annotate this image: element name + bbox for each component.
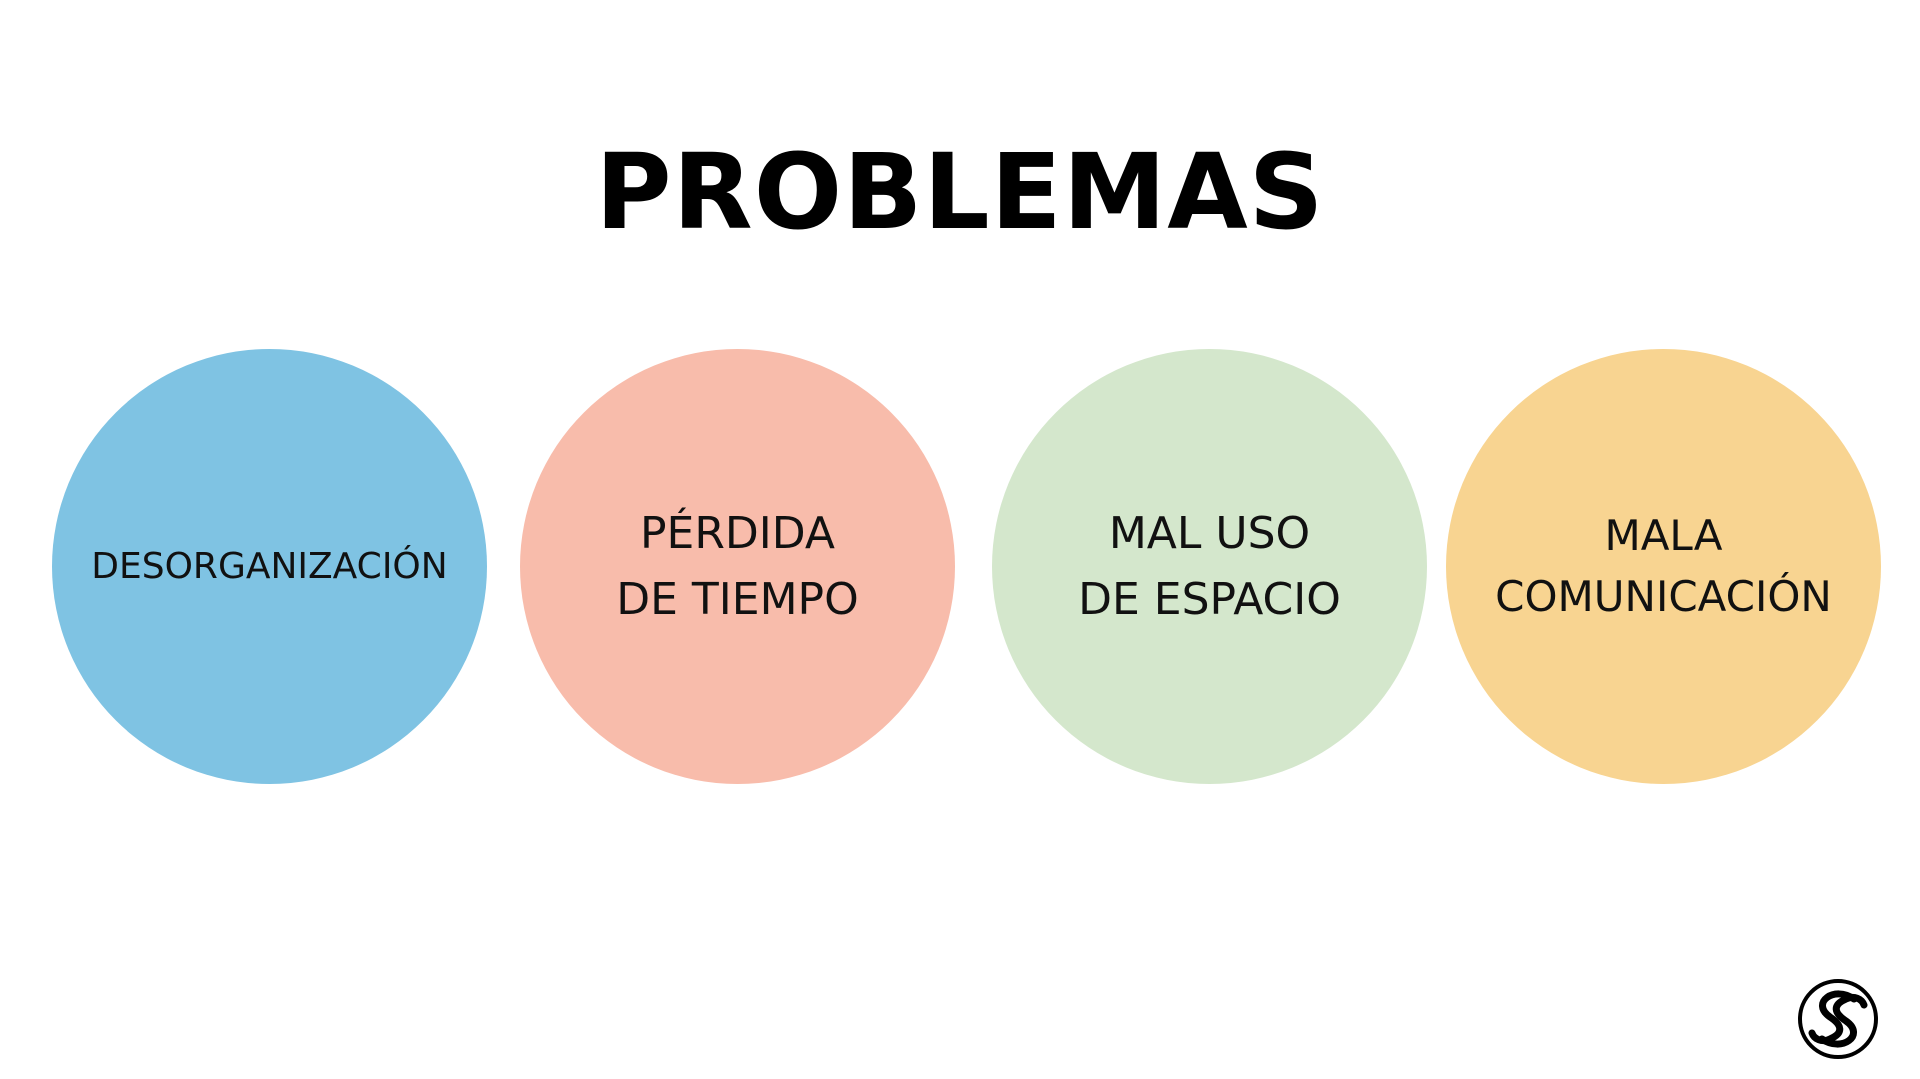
problem-label: MALA COMUNICACIÓN xyxy=(1495,510,1832,621)
problem-circle-time-loss: PÉRDIDA DE TIEMPO xyxy=(520,349,955,784)
problem-circle-space-misuse: MAL USO DE ESPACIO xyxy=(992,349,1427,784)
problem-circle-disorganization: DESORGANIZACIÓN xyxy=(52,349,487,784)
problem-label: DESORGANIZACIÓN xyxy=(91,545,448,587)
brand-logo-icon xyxy=(1796,977,1880,1061)
problem-circle-bad-communication: MALA COMUNICACIÓN xyxy=(1446,349,1881,784)
page-title: PROBLEMAS xyxy=(595,131,1325,253)
problem-label: PÉRDIDA DE TIEMPO xyxy=(616,507,859,625)
problem-label: MAL USO DE ESPACIO xyxy=(1078,507,1341,625)
